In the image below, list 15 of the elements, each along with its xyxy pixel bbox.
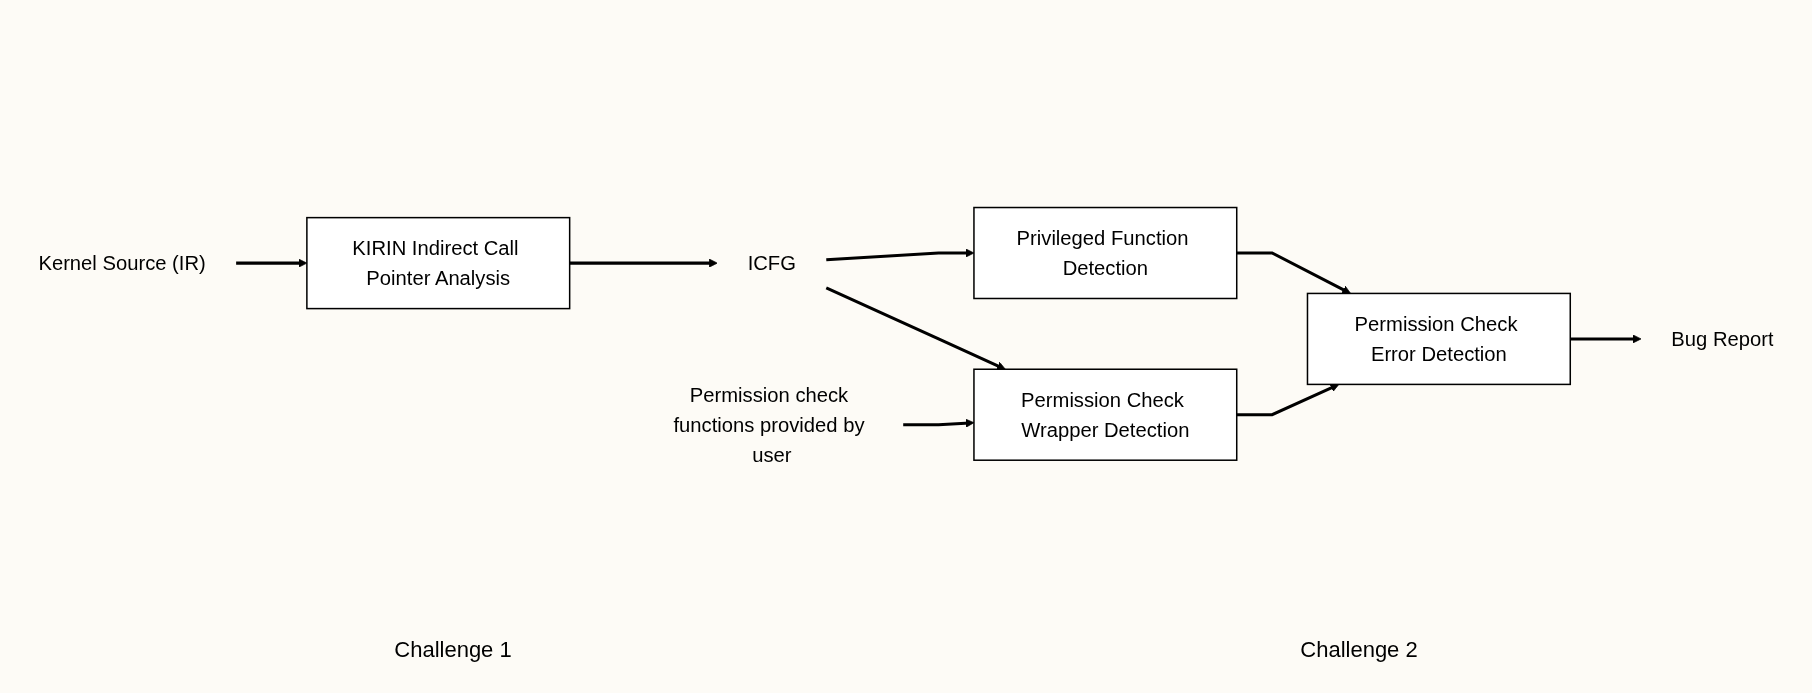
node-text: Kernel Source (IR): [38, 252, 206, 275]
node-text: Bug Report: [1671, 327, 1774, 351]
node-box: Permission Check Error Detection: [1306, 292, 1572, 386]
arrow: [1570, 334, 1642, 344]
arrow: [569, 258, 718, 268]
node-box: KIRIN Indirect Call Pointer Analysis: [306, 216, 571, 310]
node-box: Permission Check Wrapper Detection: [973, 368, 1238, 461]
arrow: [825, 286, 1006, 370]
node-text: ICFG: [747, 252, 796, 275]
arrow: [1236, 383, 1340, 417]
note-text: Challenge 2: [1300, 637, 1418, 663]
node-box: Privileged Function Detection: [973, 206, 1238, 300]
arrow: [1236, 251, 1351, 294]
node-text: Permission check functions provided by user: [673, 383, 865, 467]
note-text: Challenge 1: [394, 637, 512, 663]
